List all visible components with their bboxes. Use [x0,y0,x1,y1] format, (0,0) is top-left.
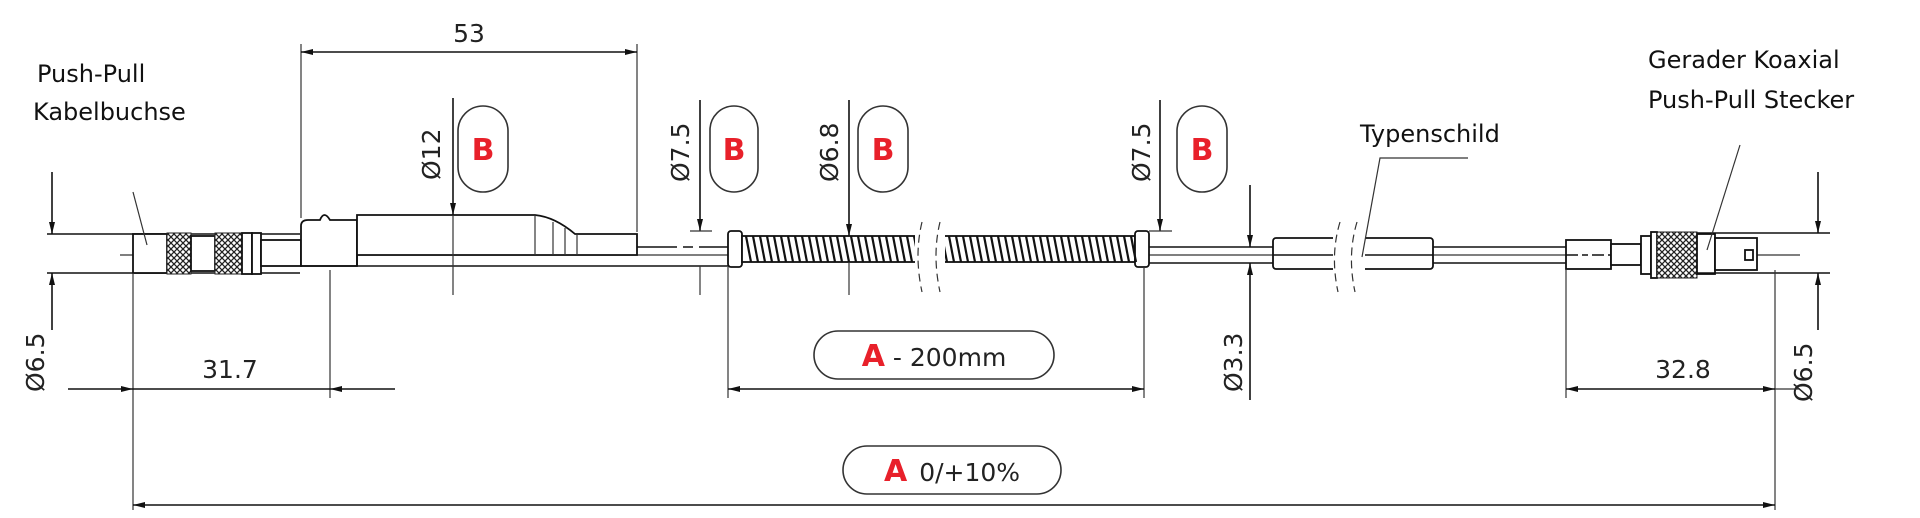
boot-diameter-label: Ø12 [417,129,446,181]
spring-coil [1059,235,1068,263]
total-length-letter: A [884,454,908,489]
spring-coil [765,235,774,263]
spring-coil [758,235,767,263]
type-plate-leader [1361,157,1468,258]
right-connector-leader [1706,144,1741,251]
right-connector-label-line2: Push-Pull Stecker [1648,86,1854,114]
sleeve2-diameter-label: Ø7.5 [1127,123,1156,182]
spring-coil [982,235,991,263]
spring-coil [814,235,823,263]
badge-b-sleeve2-letter: B [1191,133,1214,168]
type-plate-label: Typenschild [1359,120,1500,148]
badge-b-sleeve2 [1176,105,1228,193]
spring-coil [870,235,879,263]
strain-relief-boot [300,214,730,267]
badge-b-sleeve1-letter: B [723,133,746,168]
spring-coil [842,235,851,263]
badge-b-sleeve1 [709,105,759,193]
spring-coil [1101,235,1110,263]
spring-coil [975,235,984,263]
left-connector-label-line1: Push-Pull [37,60,145,88]
spring-coil [856,235,865,263]
spring-coil [884,235,893,263]
spring-coil [863,235,872,263]
spring-coil [793,235,802,263]
spring-length-text: - 200mm [893,343,1006,372]
total-length-text: 0/+10% [919,458,1020,487]
spring-coil [989,235,998,263]
cable [1149,221,1566,293]
spring-coil [772,235,781,263]
spring-coil [1122,235,1131,263]
spring-coil [1115,235,1124,263]
spring-coil [828,235,837,263]
spring-coil [1073,235,1082,263]
cable-diameter-label: Ø3.3 [1219,333,1248,392]
spring-coil [779,235,788,263]
spring-diameter-label: Ø6.8 [815,123,844,182]
left-connector-length-label: 31.7 [202,355,258,384]
spring-coil [849,235,858,263]
spring-coil [1031,235,1040,263]
boot-length-label: 53 [453,19,485,48]
spring-coil [821,235,830,263]
total-length-label: A 0/+10% [884,454,1020,489]
spring-coil [968,235,977,263]
spring-coil [1052,235,1061,263]
left-connector-leader [132,191,148,246]
left-connector [47,232,302,275]
right-connector-length-label: 32.8 [1655,355,1711,384]
right-connector-label-line1: Gerader Koaxial [1648,46,1840,74]
spring-coil [744,235,753,263]
spring-length-label: A - 200mm [862,339,1007,374]
spring-coil [1038,235,1047,263]
spring-coil [1066,235,1075,263]
badge-b-boot [457,105,509,193]
spring-coil [1108,235,1117,263]
spring-coil [835,235,844,263]
spring-coil [954,235,963,263]
spring-coil [996,235,1005,263]
spring-coil [1080,235,1089,263]
spring-coil [1129,235,1138,263]
spring-coil [1087,235,1096,263]
spring-coil [1024,235,1033,263]
left-connector-label-line2: Kabelbuchse [33,98,186,126]
spring-protection [727,221,1150,293]
spring-coil [1017,235,1026,263]
right-connector [1565,231,1830,279]
spring-coil [1094,235,1103,263]
right-diameter-label: Ø6.5 [1789,343,1818,402]
spring-coil [961,235,970,263]
spring-length-pill [813,330,1055,380]
spring-coil [1010,235,1019,263]
badge-b-boot-letter: B [472,133,495,168]
spring-coil [947,235,956,263]
left-diameter-label: Ø6.5 [21,333,50,392]
spring-coil [807,235,816,263]
spring-coil [751,235,760,263]
spring-coil [1045,235,1054,263]
badge-b-spring [857,105,909,193]
badge-b-spring-letter: B [872,133,895,168]
sleeve1-diameter-label: Ø7.5 [666,123,695,182]
spring-length-letter: A [862,339,886,374]
spring-coil [905,235,914,263]
total-length-pill [842,445,1062,495]
spring-coil [786,235,795,263]
spring-coil [800,235,809,263]
spring-coil [898,235,907,263]
spring-coil [1003,235,1012,263]
spring-coil [877,235,886,263]
spring-coil [891,235,900,263]
